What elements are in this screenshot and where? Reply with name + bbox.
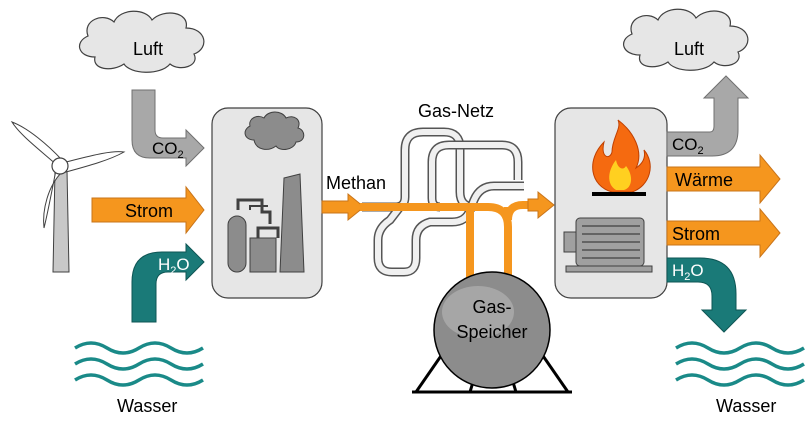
h2o-left-arrow [131,242,205,323]
wasser-right-label: Wasser [716,396,776,416]
water-waves-icon [74,341,204,387]
gas-speicher-label-2: Speicher [456,322,527,342]
strom-right-label: Strom [672,224,720,244]
strom-left-label: Strom [125,201,173,221]
wasser-left-label: Wasser [117,396,177,416]
gas-netz-label: Gas-Netz [418,101,494,121]
waerme-label: Wärme [675,170,733,190]
wind-turbine-icon [10,121,126,273]
h2o-left-label: H2O [158,255,190,277]
gas-tank-icon [412,271,572,394]
waerme-arrow [666,153,781,205]
luft-right-label: Luft [674,39,704,59]
gas-out-arrow [527,190,555,220]
cloud-icon [623,8,749,71]
water-waves-icon [675,341,805,387]
h2o-right-label: H2O [672,261,704,283]
engine-icon [563,217,653,273]
gas-speicher-label-1: Gas- [472,297,511,317]
co2-left-arrow [131,89,205,168]
co2-right-label: CO2 [672,135,704,157]
h2o-right-arrow [666,257,748,333]
luft-left-label: Luft [133,39,163,59]
gas-network-pipes [360,127,532,282]
cloud-icon [78,10,205,73]
methan-label: Methan [326,173,386,193]
co2-right-arrow [666,75,750,157]
co2-left-label: CO2 [152,139,184,161]
methan-arrow [321,192,365,222]
flame-icon [592,119,651,196]
strom-right-arrow [666,207,781,259]
factory-icon [227,111,305,273]
strom-left-arrow [91,185,205,235]
